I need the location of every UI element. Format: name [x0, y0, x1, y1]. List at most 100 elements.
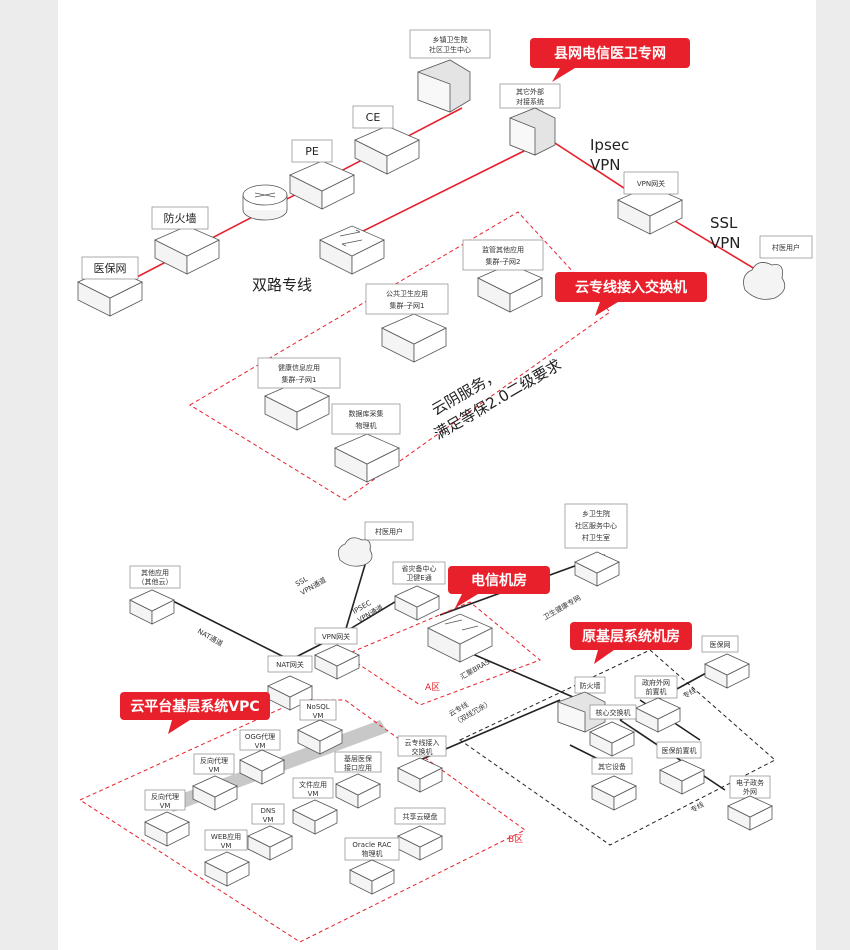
- health-info-label-2: 集群-子网1: [282, 375, 317, 384]
- file-app-label-1: 文件应用: [299, 780, 327, 789]
- nosql-label-1: NoSQL: [306, 703, 329, 711]
- callout-telecom-text: 电信机房: [471, 572, 527, 589]
- external-label-1: 其它外部: [516, 87, 544, 96]
- nat-gw-label: NAT网关: [276, 660, 304, 669]
- node-township-top: 乡镇卫生院 社区卫生中心: [409, 29, 491, 113]
- node-e-gov: 电子政务 外网: [727, 775, 773, 831]
- dedicated-label: 专线: [681, 686, 698, 701]
- switch-icon-top: [319, 225, 385, 275]
- node-ce: CE: [352, 105, 420, 175]
- village-user-label: 村医用户: [375, 527, 403, 536]
- zone-a-label: A区: [425, 682, 440, 693]
- node-external: 其它外部 对接系统: [499, 83, 561, 156]
- e-gov-label-1: 电子政务: [736, 778, 764, 787]
- village-doctor-label: 村医用户: [772, 243, 800, 252]
- cloud-switch-b-label-1: 云专线接入: [405, 738, 440, 747]
- callout-cloud-switch-text: 云专线接入交换机: [575, 279, 687, 296]
- node-other-devices: 其它设备: [591, 757, 637, 811]
- node-nat-gw: NAT网关: [267, 655, 313, 711]
- callout-grassroots-text: 原基层系统机房: [582, 628, 680, 645]
- zone-a-region: [343, 601, 541, 706]
- dedicated2-text: 专线: [689, 800, 706, 815]
- township-b-label-1: 乡卫生院: [582, 509, 610, 518]
- vpn-gw-label: VPN网关: [322, 632, 350, 641]
- node-nosql: NoSQL VM: [297, 699, 343, 755]
- grassroots-med-label-2: 接口应用: [344, 763, 372, 772]
- township-b-label-3: 村卫生室: [582, 533, 610, 542]
- provincial-label-1: 省灾备中心: [402, 564, 437, 573]
- cloud-region-top: [189, 211, 611, 501]
- node-village-doctor-top: 村医用户: [743, 235, 813, 300]
- township-label-1: 乡镇卫生院: [433, 35, 468, 44]
- node-ogg: OGG代理 VM: [239, 729, 285, 785]
- health-network-label: 卫生健康专网: [541, 593, 582, 622]
- dual-line-label: 双路专线: [252, 276, 312, 294]
- callout-cloud-switch: 云专线接入交换机: [555, 272, 707, 316]
- node-pe: PE: [289, 139, 355, 210]
- building-icon: [417, 59, 471, 113]
- node-vpn-gateway: VPN网关: [617, 171, 683, 235]
- provincial-label-2: 卫健E通: [406, 573, 431, 582]
- other-apps-label-1: 其他应用: [141, 568, 169, 577]
- cloud-service-note: 云阴服务， 满足等保2.0二级要求: [429, 356, 565, 444]
- oracle-label-1: Oracle RAC: [352, 841, 391, 849]
- grassroots-med-label-1: 基层医保: [344, 754, 372, 763]
- node-provincial: 省灾备中心 卫健E通: [392, 561, 446, 621]
- reverse-proxy-2-label-2: VM: [160, 802, 171, 810]
- callout-grassroots: 原基层系统机房: [570, 622, 692, 664]
- medical-network-label: 医保网: [710, 640, 731, 649]
- nat-tunnel-text: NAT通道: [196, 626, 225, 648]
- file-app-label-2: VM: [308, 790, 319, 798]
- node-reverse-proxy-2: 反向代理 VM: [144, 789, 190, 847]
- callout-county: 县网电信医卫专网: [530, 38, 690, 82]
- node-public-health: 公共卫生应用 集群-子网1: [365, 283, 449, 363]
- core-switch-label: 核心交换机: [596, 708, 631, 717]
- ssl-vpn-label-2: VPN: [710, 234, 741, 252]
- other-devices-label: 其它设备: [598, 762, 626, 771]
- township-label-2: 社区卫生中心: [429, 45, 471, 54]
- node-file-app: 文件应用 VM: [292, 777, 338, 835]
- node-firewall: 防火墙: [151, 206, 220, 275]
- oracle-label-2: 物理机: [362, 849, 383, 858]
- node-shared-storage: 共享云硬盘: [394, 807, 446, 861]
- node-medical-network: 医保网: [701, 635, 750, 689]
- node-database: 数据库采集 物理机: [331, 403, 401, 483]
- node-supervision: 监管其他应用 集群-子网2: [462, 239, 544, 313]
- aggregation-label: 汇聚BRAS: [459, 658, 492, 682]
- external-label-2: 对接系统: [516, 97, 544, 106]
- node-township-bottom: 乡卫生院 社区服务中心 村卫生室: [564, 503, 628, 587]
- ssl-tunnel-label: SSL VPN通道: [294, 575, 327, 597]
- node-dns: DNS VM: [247, 803, 293, 861]
- nat-tunnel-label: NAT通道: [196, 626, 225, 648]
- callout-vpc: 云平台基层系统VPC: [120, 692, 270, 734]
- nosql-label-2: VM: [313, 712, 324, 720]
- pe-label: PE: [305, 145, 319, 158]
- gov-front-label-2: 前置机: [646, 687, 667, 696]
- supervision-label-2: 集群-子网2: [486, 257, 521, 266]
- callout-county-text: 县网电信医卫专网: [554, 45, 666, 62]
- cloud-line-label: 云专线 （双线冗余）: [447, 698, 493, 727]
- other-apps-label-2: （其他云）: [138, 577, 173, 586]
- ipsec-vpn-label-1: Ipsec: [590, 136, 629, 154]
- cloud-icon: [743, 262, 786, 300]
- router-icon: [242, 184, 288, 221]
- callout-telecom: 电信机房: [448, 566, 550, 608]
- node-aggregation: 汇聚BRAS: [427, 613, 493, 682]
- reverse-proxy-2-label-1: 反向代理: [151, 792, 179, 801]
- database-label-1: 数据库采集: [349, 409, 384, 418]
- gov-front-label-1: 政府外网: [642, 678, 670, 687]
- web-label-2: VM: [221, 842, 232, 850]
- ssl-vpn-label-1: SSL: [710, 214, 738, 232]
- callout-vpc-text: 云平台基层系统VPC: [130, 698, 259, 715]
- health-info-label-1: 健康信息应用: [278, 363, 320, 372]
- building-icon: [557, 691, 606, 733]
- medical-insurance-label: 医保网: [94, 261, 127, 275]
- firewall-b-label: 防火墙: [580, 681, 601, 690]
- ipsec-tunnel-label: IPSEC VPN通道: [351, 599, 384, 625]
- dedicated2-label: 专线: [689, 800, 706, 815]
- dedicated-text: 专线: [681, 686, 698, 701]
- e-gov-label-2: 外网: [743, 787, 757, 796]
- database-label-2: 物理机: [356, 421, 377, 430]
- node-reverse-proxy-1: 反向代理 VM: [192, 753, 238, 811]
